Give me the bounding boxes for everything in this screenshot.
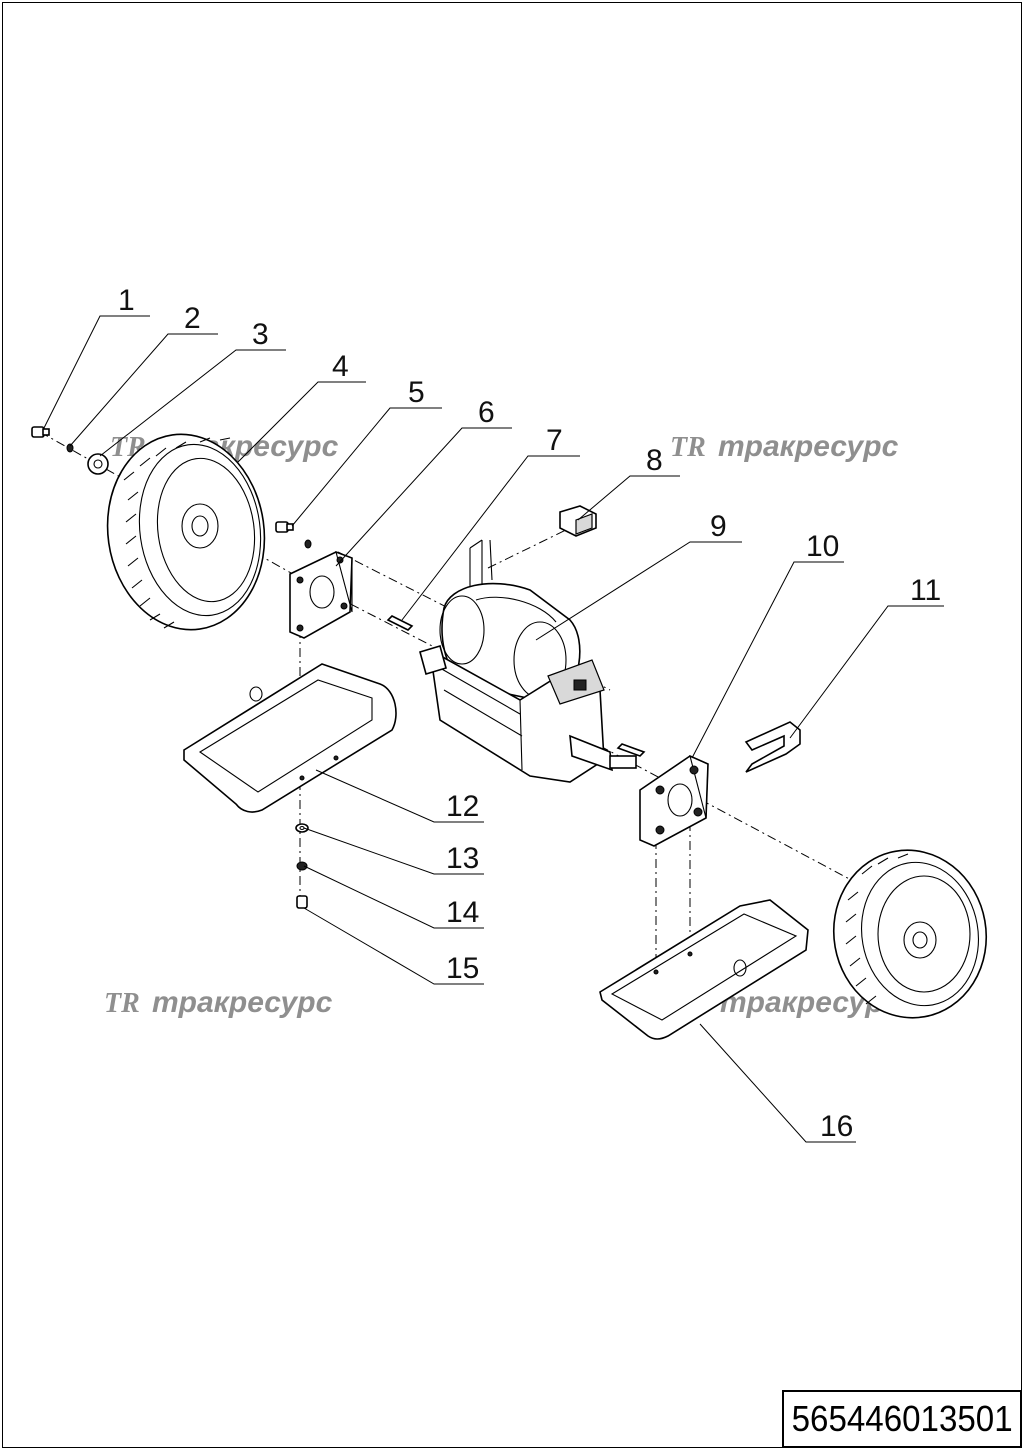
drawing-code-box: 565446013501 (782, 1390, 1022, 1448)
callout-numbers: 1 2 3 4 5 6 7 8 9 10 11 12 13 14 15 16 (118, 284, 941, 1143)
part-5-bolt (275, 521, 312, 549)
part-2-washer (66, 443, 74, 453)
part-7-key (386, 615, 414, 631)
callout-13: 13 (446, 842, 479, 875)
part-10-mount-plate-right (639, 755, 709, 847)
watermark-logo: TR (104, 988, 140, 1019)
part-15-screw (296, 895, 308, 909)
callout-14: 14 (446, 896, 479, 929)
callout-12: 12 (446, 790, 479, 823)
part-9-output-key (616, 743, 646, 757)
part-16-bracket-right (599, 899, 809, 1040)
callout-6: 6 (478, 396, 495, 429)
part-14-lock-washer (296, 861, 308, 871)
part-9-gearbox (419, 539, 637, 783)
part-11-fork (744, 721, 801, 773)
leader-lines (43, 315, 944, 1143)
callout-9: 9 (710, 510, 727, 543)
watermark-text: тракресурс (152, 986, 333, 1019)
callout-2: 2 (184, 302, 201, 335)
part-8-cap (559, 505, 597, 537)
callout-16: 16 (820, 1110, 853, 1143)
watermark-bottom-left: TR тракресурс (104, 986, 333, 1019)
part-1-bolt (31, 426, 50, 438)
callout-3: 3 (252, 318, 269, 351)
part-3-bushing (87, 453, 109, 475)
watermark-top-right: TR тракресурс (670, 430, 899, 463)
part-4-wheel-left (106, 433, 266, 631)
watermark-logo: TR (670, 432, 706, 463)
part-13-washer (295, 823, 309, 833)
callout-5: 5 (408, 376, 425, 409)
callout-10: 10 (806, 530, 839, 563)
drawing-code: 565446013501 (791, 1398, 1013, 1439)
callout-15: 15 (446, 952, 479, 985)
callout-11: 11 (910, 574, 941, 607)
callout-7: 7 (546, 424, 563, 457)
part-12-bracket-left (183, 663, 397, 813)
wheel-right (832, 849, 988, 1019)
callout-4: 4 (332, 350, 349, 383)
callout-1: 1 (118, 284, 135, 317)
part-6-mount-plate-left (289, 551, 353, 639)
watermark-text: тракресурс (718, 430, 899, 463)
callout-8: 8 (646, 444, 663, 477)
